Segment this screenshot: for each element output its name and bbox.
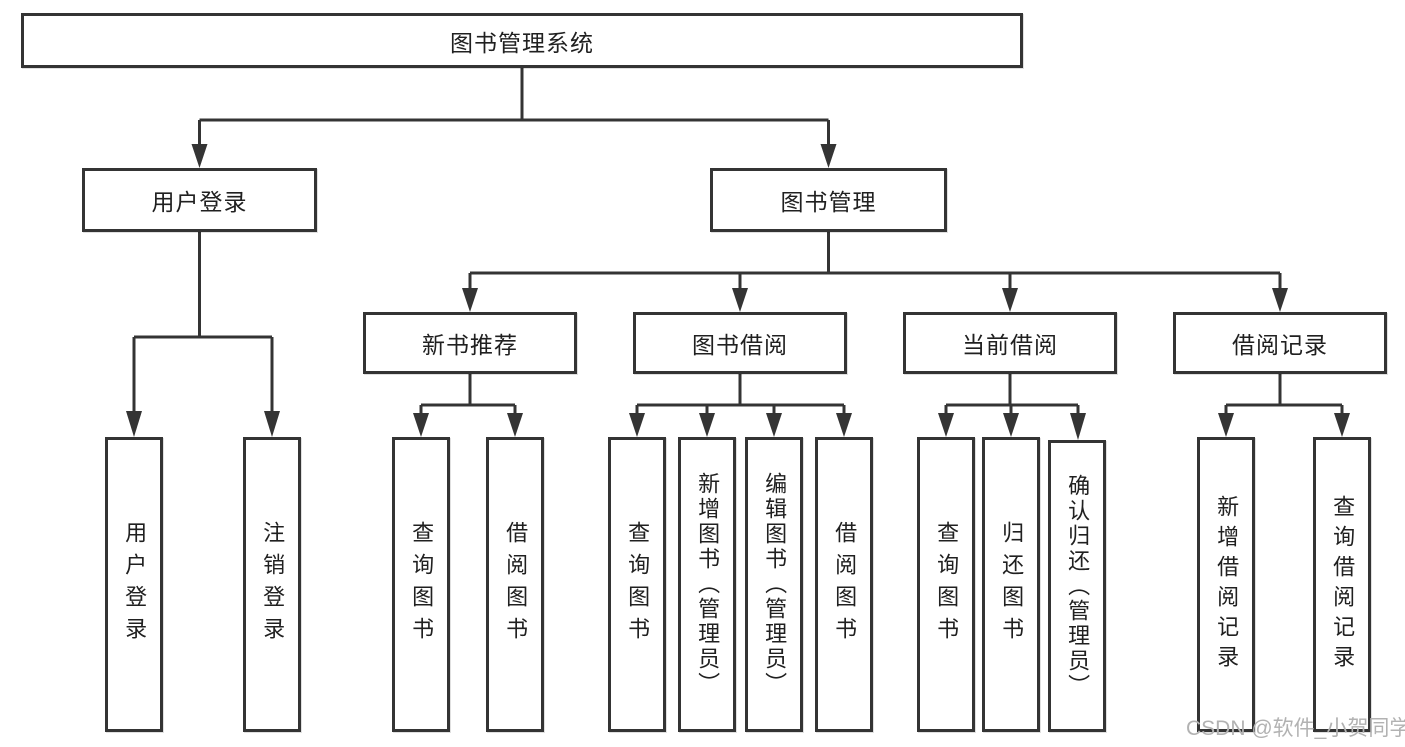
leaf-br-add-record: 新增借阅记录 bbox=[1197, 437, 1255, 732]
connector-bookmgmt-to-level3 bbox=[468, 230, 1282, 288]
connector-currentborrow-to-leaves bbox=[944, 372, 1080, 415]
node-user-login-label: 用户登录 bbox=[151, 189, 248, 215]
leaf-cb-confirm-return-admin: 确认归还（管理员） bbox=[1048, 440, 1106, 732]
node-book-management: 图书管理 bbox=[710, 168, 947, 232]
leaf-bb-add-books-admin: 新增图书（管理员） bbox=[678, 437, 736, 732]
node-book-management-label: 图书管理 bbox=[780, 189, 877, 215]
node-library-system: 图书管理系统 bbox=[21, 13, 1023, 68]
node-user-login: 用户登录 bbox=[82, 168, 317, 232]
connector-root-to-level2 bbox=[198, 66, 830, 146]
leaf-bb-edit-books-admin-label: 编辑图书（管理员） bbox=[762, 472, 788, 697]
leaf-user-login-label: 用户登录 bbox=[122, 520, 148, 649]
leaf-cb-query-books-label: 查询图书 bbox=[934, 520, 960, 649]
leaf-logout: 注销登录 bbox=[243, 437, 301, 732]
leaf-cb-confirm-return-admin-label: 确认归还（管理员） bbox=[1065, 473, 1091, 699]
csdn-watermark: CSDN @软件_小贺同学 bbox=[1186, 717, 1405, 740]
node-new-book-recommend-label: 新书推荐 bbox=[422, 332, 518, 358]
leaf-bb-add-books-admin-label: 新增图书（管理员） bbox=[695, 472, 721, 697]
node-current-borrowing-label: 当前借阅 bbox=[962, 332, 1058, 358]
node-current-borrowing: 当前借阅 bbox=[903, 312, 1117, 374]
leaf-cb-return-books: 归还图书 bbox=[982, 437, 1040, 732]
leaf-br-query-record-label: 查询借阅记录 bbox=[1330, 494, 1356, 675]
leaf-bb-borrow-books: 借阅图书 bbox=[815, 437, 873, 732]
leaf-bb-borrow-books-label: 借阅图书 bbox=[832, 520, 858, 649]
arrowheads bbox=[126, 144, 1350, 440]
leaf-br-add-record-label: 新增借阅记录 bbox=[1214, 494, 1240, 675]
connector-newbookrec-to-leaves bbox=[419, 372, 517, 415]
leaf-nbr-query-books: 查询图书 bbox=[392, 437, 450, 732]
node-library-system-label: 图书管理系统 bbox=[450, 29, 594, 56]
leaf-nbr-borrow-books-label: 借阅图书 bbox=[503, 520, 529, 649]
leaf-logout-label: 注销登录 bbox=[260, 520, 286, 649]
connector-bookborrow-to-leaves bbox=[635, 372, 846, 415]
node-borrow-records: 借阅记录 bbox=[1173, 312, 1387, 374]
leaf-bb-query-books-label: 查询图书 bbox=[625, 520, 651, 649]
leaf-cb-query-books: 查询图书 bbox=[917, 437, 975, 732]
node-new-book-recommend: 新书推荐 bbox=[363, 312, 577, 374]
leaf-bb-edit-books-admin: 编辑图书（管理员） bbox=[745, 437, 803, 732]
leaf-br-query-record: 查询借阅记录 bbox=[1313, 437, 1371, 732]
node-book-borrowing: 图书借阅 bbox=[633, 312, 847, 374]
leaf-nbr-borrow-books: 借阅图书 bbox=[486, 437, 544, 732]
node-borrow-records-label: 借阅记录 bbox=[1232, 332, 1328, 358]
node-book-borrowing-label: 图书借阅 bbox=[692, 332, 788, 358]
leaf-cb-return-books-label: 归还图书 bbox=[999, 520, 1025, 649]
connector-borrowrecords-to-leaves bbox=[1224, 372, 1344, 415]
leaf-nbr-query-books-label: 查询图书 bbox=[409, 520, 435, 649]
leaf-user-login: 用户登录 bbox=[105, 437, 163, 732]
leaf-bb-query-books: 查询图书 bbox=[608, 437, 666, 732]
connector-userlogin-to-leaves bbox=[132, 230, 274, 413]
